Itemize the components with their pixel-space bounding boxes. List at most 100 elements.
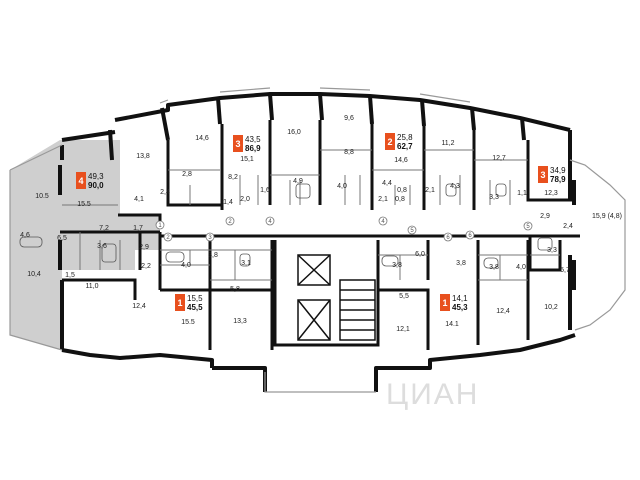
marker-label: 5 (410, 228, 414, 234)
room-area: 1,7 (133, 225, 143, 232)
marker-label: 3 (208, 235, 212, 241)
highlighted-apartment[interactable] (10, 140, 160, 350)
apartment-badge-3-room-a[interactable]: 3 43,5 86,9 (233, 135, 261, 153)
room-area: 12,7 (492, 155, 506, 162)
badge-total-area: 45,5 (187, 303, 203, 312)
badge-living-area: 15,5 (187, 294, 203, 303)
badge-room-count: 4 (78, 176, 83, 186)
room-area: 3,1 (241, 260, 251, 267)
room-area: 2,4 (160, 189, 170, 196)
marker-label: 6 (468, 233, 472, 239)
room-area: 8,2 (228, 174, 238, 181)
room-area: 2,2 (141, 263, 151, 270)
badge-room-count: 1 (177, 298, 182, 308)
badge-living-area: 14,1 (452, 294, 468, 303)
badge-total-area: 78,9 (550, 175, 566, 184)
apartment-badge-3-room-b[interactable]: 3 34,9 78,9 (538, 166, 566, 184)
room-area: 3,3 (547, 247, 557, 254)
room-area: 2,1 (378, 196, 388, 203)
room-area: 4,4 (382, 180, 392, 187)
room-area: 3,8 (489, 264, 499, 271)
room-area: 11,0 (85, 283, 98, 290)
entrance-markers (155, 216, 533, 242)
room-area: 10,2 (544, 304, 558, 311)
room-area: 10.5 (35, 193, 49, 200)
room-area: 3,8 (392, 262, 402, 269)
room-area: 14.1 (445, 321, 459, 328)
room-area: 12,4 (132, 303, 146, 310)
badge-living-area: 25,8 (397, 133, 413, 142)
room-area: 4,1 (134, 196, 144, 203)
room-area: 1,6 (260, 187, 270, 194)
marker-label: 6 (446, 235, 450, 241)
marker-label: 4 (268, 219, 272, 225)
room-area: 2,4 (563, 223, 573, 230)
apartment-badge-4-room[interactable]: 4 49,3 90,0 (76, 172, 104, 190)
room-area: 4,9 (293, 178, 303, 185)
badge-total-area: 90,0 (88, 181, 104, 190)
room-area: 12,4 (496, 308, 510, 315)
interior-walls (60, 120, 580, 350)
room-area: 4,0 (516, 264, 526, 271)
marker-label: 2 (228, 219, 232, 225)
windows (58, 93, 576, 290)
room-area: 5,5 (399, 293, 409, 300)
room-area: 3,6 (97, 243, 107, 250)
room-area: 7,2 (99, 225, 109, 232)
room-area: 5,8 (230, 286, 240, 293)
room-area: 15.5 (181, 319, 195, 326)
room-area: 1,1 (517, 190, 527, 197)
partitions (62, 149, 560, 281)
room-area: 6,5 (57, 235, 67, 242)
apartment-badge-1-room-a[interactable]: 1 15,5 45,5 (175, 294, 203, 312)
room-area: 4,6 (20, 232, 30, 239)
room-area: 10,4 (27, 271, 41, 278)
room-area: 0,8 (395, 196, 405, 203)
marker-label: 1 (158, 223, 162, 229)
building-core (297, 254, 376, 341)
room-area: 3,3 (489, 194, 499, 201)
room-area: 14,6 (195, 135, 209, 142)
apartment-badge-1-room-b[interactable]: 1 14,1 45,3 (440, 294, 468, 312)
room-area: 12,1 (396, 326, 410, 333)
room-area: 4,0 (181, 262, 191, 269)
loggias (9, 87, 626, 393)
badge-living-area: 34,9 (550, 166, 566, 175)
room-area: 16,0 (287, 129, 301, 136)
room-area: 12,3 (544, 190, 558, 197)
watermark: ЦИАН (386, 378, 479, 411)
room-area: 2,8 (182, 171, 192, 178)
room-area: 6,0 (415, 251, 425, 258)
marker-label: 4 (381, 219, 385, 225)
room-area: 0,8 (397, 187, 407, 194)
marker-label: 2 (166, 235, 170, 241)
badge-total-area: 86,9 (245, 144, 261, 153)
room-area: 4,0 (337, 183, 347, 190)
room-area: 11,2 (441, 140, 454, 147)
room-area: 2,9 (540, 213, 550, 220)
room-area: 4,3 (450, 183, 460, 190)
room-area: 15.5 (77, 201, 91, 208)
badge-living-area: 43,5 (245, 135, 261, 144)
badge-room-count: 3 (235, 139, 240, 149)
fixtures (19, 183, 553, 269)
room-area: 1,4 (223, 199, 233, 206)
badge-room-count: 2 (387, 137, 392, 147)
badge-living-area: 49,3 (88, 172, 104, 181)
badge-room-count: 3 (540, 170, 545, 180)
badge-total-area: 62,7 (397, 142, 413, 151)
room-area: 8,8 (344, 149, 354, 156)
badge-total-area: 45,3 (452, 303, 468, 312)
room-area: 3,8 (456, 260, 466, 267)
room-area: 15,1 (240, 156, 254, 163)
room-area: 13,8 (136, 153, 150, 160)
room-area: 3,8 (208, 252, 218, 259)
marker-label: 5 (526, 224, 530, 230)
apartment-badge-2-room[interactable]: 2 25,8 62,7 (385, 133, 413, 151)
room-area-labels: 10.5 15.5 4,6 6,5 3,6 1,7 7,2 2,9 10,4 1… (20, 115, 622, 333)
room-area: 2,9 (139, 244, 149, 251)
room-area: 5,7 (560, 267, 570, 274)
room-area: 13,3 (233, 318, 247, 325)
entrance-marker-labels: 1 2 2 3 4 4 5 6 6 5 (158, 219, 530, 241)
